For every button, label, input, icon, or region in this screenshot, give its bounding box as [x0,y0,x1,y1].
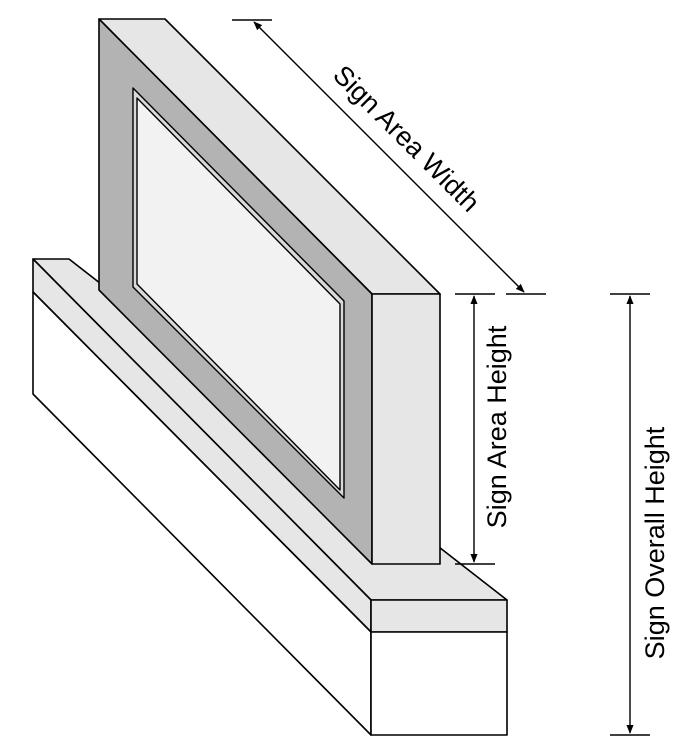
dimension-sign-overall-height [610,293,650,736]
dimension-sign-area-width [232,19,546,295]
label-sign-area-height: Sign Area Height [482,325,512,528]
base-end-face [370,631,508,736]
label-sign-area-width: Sign Area Width [327,60,485,218]
dimension-sign-area-height [455,293,495,565]
base-end-top-band [370,599,508,633]
label-sign-overall-height: Sign Overall Height [640,426,670,659]
frame-end-face [371,293,441,565]
width-dimension-line [253,21,525,293]
